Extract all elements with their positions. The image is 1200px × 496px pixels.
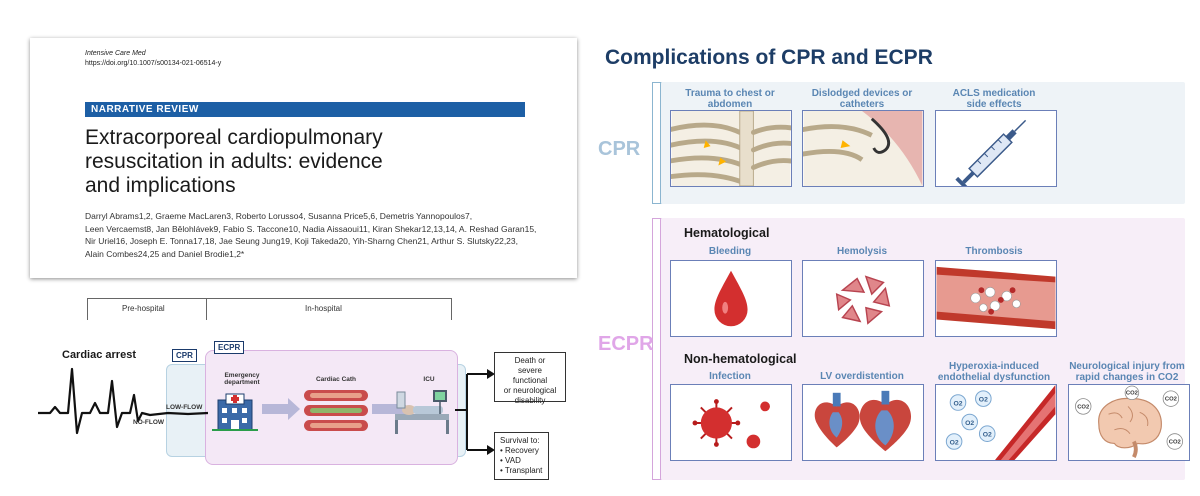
- nonhematological-heading: Non-hematological: [684, 352, 797, 366]
- card-title-line: catheters: [839, 99, 885, 110]
- virus-icon: [670, 384, 792, 461]
- card-title-line: side effects: [966, 99, 1022, 110]
- phase-tick: [206, 298, 207, 320]
- card-title-neuro: Neurological injury from rapid changes i…: [1062, 361, 1192, 383]
- card-title-line: Neurological injury from: [1069, 361, 1185, 372]
- cardiac-arrest-label: Cardiac arrest: [62, 349, 136, 361]
- author-line: Darryl Abrams1,2, Graeme MacLaren3, Robe…: [85, 211, 473, 221]
- card-title-thrombosis: Thrombosis: [965, 246, 1023, 257]
- outcome-line: severe functional: [512, 366, 548, 385]
- broken-cell-icon: [802, 260, 924, 337]
- o2-label: O2: [953, 400, 962, 407]
- cpr-tag: CPR: [172, 349, 197, 362]
- blood-vessel-icon: [304, 390, 368, 431]
- hematological-heading: Hematological: [684, 226, 770, 240]
- card-title-devices: Dislodged devices or catheters: [800, 88, 924, 110]
- hospital-icon: [212, 393, 258, 431]
- card-title-line: Trauma to chest or: [685, 88, 775, 99]
- author-line: Nir Uriel16, Joseph E. Tonna17,18, Jae S…: [85, 236, 518, 246]
- card-title-bleeding: Bleeding: [708, 246, 752, 257]
- outcome-item: • Transplant: [500, 466, 543, 475]
- in-hospital-label: In-hospital: [305, 304, 342, 313]
- branch-arrow-icon: [455, 369, 495, 455]
- card-title-acls: ACLS medication side effects: [932, 88, 1056, 110]
- o2-label: O2: [950, 439, 959, 446]
- outcome-item: • Recovery: [500, 446, 539, 455]
- ecpr-bracket: [652, 218, 661, 480]
- author-line: Leen Vercaemst8, Jan Bělohlávek9, Fabio …: [85, 223, 537, 234]
- author-line: Alain Combes24,25 and Daniel Brodie1,2*: [85, 248, 245, 259]
- outcome-line: disability: [514, 396, 546, 405]
- o2-label: O2: [979, 397, 988, 404]
- arrow-icon: [262, 398, 300, 420]
- outcome-line: or neurological: [503, 386, 557, 395]
- card-title-lv: LV overdistention: [820, 371, 904, 382]
- journal-name: Intensive Care Med: [85, 50, 146, 57]
- cardiac-cath-label: Cardiac Cath: [315, 376, 357, 383]
- card-title-line: rapid changes in CO2: [1075, 372, 1179, 383]
- card-title-line: Dislodged devices or: [811, 88, 913, 99]
- title-line: and implications: [85, 174, 236, 197]
- phase-tick: [87, 298, 88, 320]
- co2-label: CO2: [1126, 391, 1139, 397]
- ecpr-side-label: ECPR: [598, 333, 654, 355]
- co2-label: CO2: [1165, 397, 1178, 403]
- card-title-line: ACLS medication: [952, 88, 1036, 99]
- o2-label: O2: [983, 432, 992, 439]
- blood-drop-icon: [670, 260, 792, 337]
- outcome-survival-box: Survival to: • Recovery • VAD • Transpla…: [494, 432, 549, 480]
- paper-title: Extracorporeal cardiopulmonary resuscita…: [85, 126, 545, 198]
- o2-label: O2: [965, 420, 974, 427]
- complications-title: Complications of CPR and ECPR: [605, 46, 933, 69]
- card-title-line: endothelial dysfunction: [937, 372, 1051, 383]
- card-title-trauma: Trauma to chest or abdomen: [668, 88, 792, 110]
- icu-label: ICU: [423, 376, 435, 383]
- ribcage-icon: [670, 110, 792, 187]
- card-title-hemolysis: Hemolysis: [836, 246, 888, 257]
- section-banner: NARRATIVE REVIEW: [85, 102, 525, 117]
- phase-tick: [451, 298, 452, 320]
- icu-bed-icon: [395, 390, 449, 434]
- title-line: Extracorporeal cardiopulmonary: [85, 126, 383, 149]
- syringe-icon: [935, 110, 1057, 187]
- emergency-department-label: Emergency department: [224, 372, 260, 386]
- clot-vessel-icon: [935, 260, 1057, 337]
- paper-header-card: Intensive Care Med https://doi.org/10.10…: [30, 38, 577, 278]
- pre-hospital-label: Pre-hospital: [122, 304, 165, 313]
- author-list: Darryl Abrams1,2, Graeme MacLaren3, Robe…: [85, 210, 555, 260]
- co2-label: CO2: [1169, 439, 1182, 445]
- no-flow-label: NO-FLOW: [133, 419, 165, 426]
- title-line: resuscitation in adults: evidence: [85, 150, 383, 173]
- outcome-death-box: Death or severe functional or neurologic…: [494, 352, 566, 405]
- card-title-infection: Infection: [709, 371, 751, 382]
- ecg-waveform-icon: [38, 367, 208, 435]
- heart-icon: [802, 384, 924, 461]
- ecpr-tag: ECPR: [214, 341, 245, 354]
- cpr-side-label: CPR: [598, 138, 641, 160]
- card-title-line: Hyperoxia-induced: [948, 361, 1040, 372]
- co2-label: CO2: [1077, 404, 1090, 410]
- outcome-line: Death or: [514, 356, 546, 365]
- doi-link[interactable]: https://doi.org/10.1007/s00134-021-06514…: [85, 60, 222, 67]
- card-title-line: abdomen: [707, 99, 753, 110]
- phase-bracket-line: [87, 298, 451, 299]
- outcome-survival-title: Survival to:: [500, 436, 540, 445]
- catheter-icon: [802, 110, 924, 187]
- cpr-bracket: [652, 82, 661, 204]
- low-flow-label: LOW-FLOW: [166, 404, 203, 411]
- card-title-hyperoxia: Hyperoxia-induced endothelial dysfunctio…: [932, 361, 1056, 383]
- outcome-item: • VAD: [500, 456, 521, 465]
